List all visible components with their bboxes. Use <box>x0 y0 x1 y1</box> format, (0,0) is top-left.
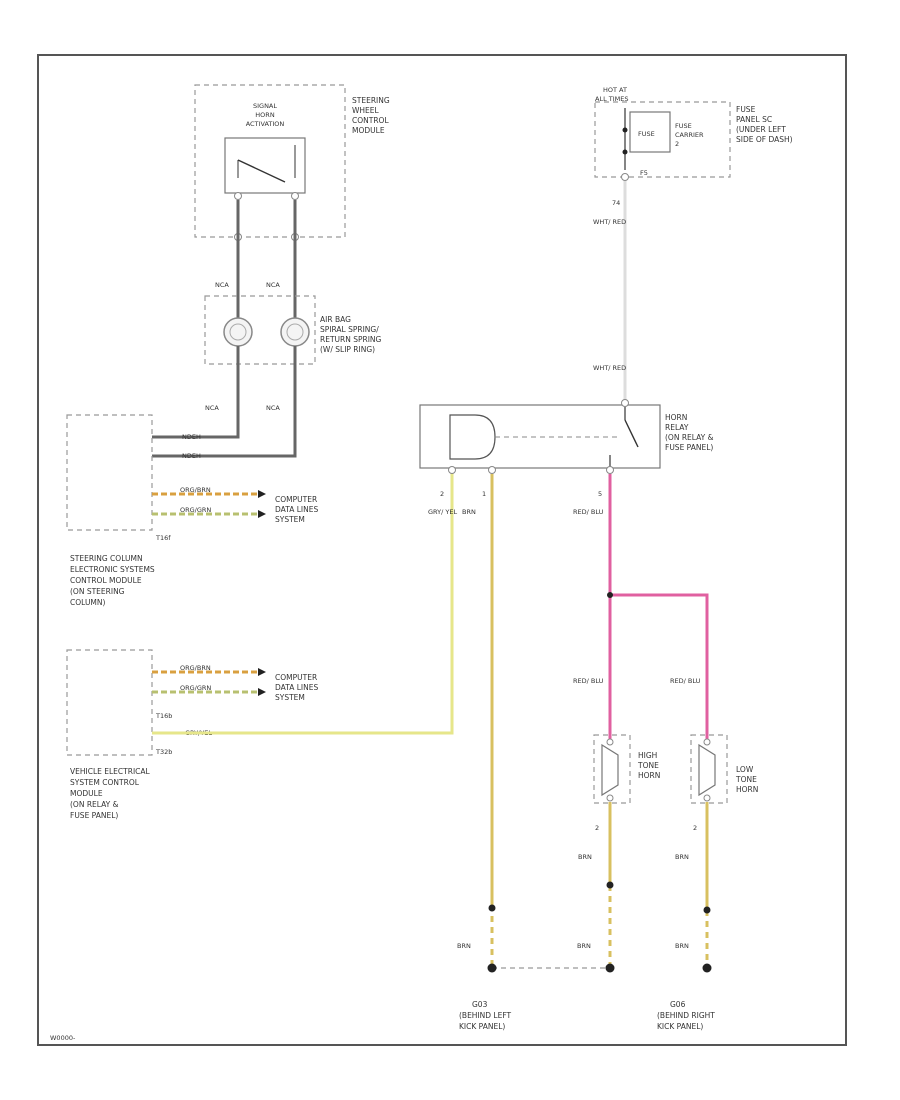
vehicle-connector-b-label: T32b <box>155 748 172 756</box>
steering-to-spring-wires: NCA NCA <box>215 200 297 318</box>
column-pin-a-label: NDEH <box>182 433 201 441</box>
vehicle-pin-a-label: ORG/BRN <box>180 664 211 672</box>
relay-wire-2-label: GRY/ YEL <box>428 508 457 516</box>
spring-wire-upper-left: NCA <box>215 281 229 289</box>
red-blue-wires: RED/ BLU RED/ BLU <box>573 474 709 740</box>
low-horn-wire-out: BRN <box>675 853 689 861</box>
relay-wire-1-label: BRN <box>462 508 476 516</box>
high-horn-pin-out: 2 <box>595 824 599 832</box>
spring-wire-lower-right: NCA <box>266 404 280 412</box>
fuse-label: FUSE <box>638 130 655 138</box>
column-pin-b-label: NDEH <box>182 452 201 460</box>
white-red-wire: 74 WHT/ RED WHT/ RED <box>593 181 627 403</box>
high-horn-wire-in: RED/ BLU <box>573 677 604 685</box>
fuse-wire-color-b: WHT/ RED <box>593 364 626 372</box>
diagram-frame <box>37 54 847 1046</box>
vehicle-pin-b-label: ORG/GRN <box>180 684 211 692</box>
relay-wire-5-label: RED/ BLU <box>573 508 604 516</box>
column-connector-label: T16f <box>155 534 171 542</box>
horn-switch-contact <box>237 159 286 183</box>
high-horn-wire-out: BRN <box>578 853 592 861</box>
ground-left-wire-b: BRN <box>577 942 591 950</box>
ground-left-wire-a: BRN <box>457 942 471 950</box>
gray-yellow-wire <box>152 470 454 735</box>
column-pin-d-label: ORG/GRN <box>180 506 211 514</box>
spring-wire-upper-right: NCA <box>266 281 280 289</box>
horn-ground-brown-wires <box>488 802 711 968</box>
relay-pin-1-label: 1 <box>482 490 486 498</box>
spring-wire-lower-left: NCA <box>205 404 219 412</box>
fuse-wire-color-a: WHT/ RED <box>593 218 626 226</box>
fuse-wire-number: 74 <box>612 199 620 207</box>
spring-to-column-wires: NCA NCA <box>152 346 297 458</box>
diagram-id: W0000- <box>50 1034 76 1042</box>
ground-right-wire: BRN <box>675 942 689 950</box>
fuse-pin-label: F5 <box>640 169 648 177</box>
low-horn-wire-in: RED/ BLU <box>670 677 701 685</box>
vehicle-connector-a-label: T16b <box>155 712 172 720</box>
horn-relay-contact <box>624 419 639 448</box>
relay-pin-2-label: 2 <box>440 490 444 498</box>
low-horn-pin-out: 2 <box>693 824 697 832</box>
relay-pin-5-label: 5 <box>598 490 602 498</box>
column-pin-c-label: ORG/BRN <box>180 486 211 494</box>
